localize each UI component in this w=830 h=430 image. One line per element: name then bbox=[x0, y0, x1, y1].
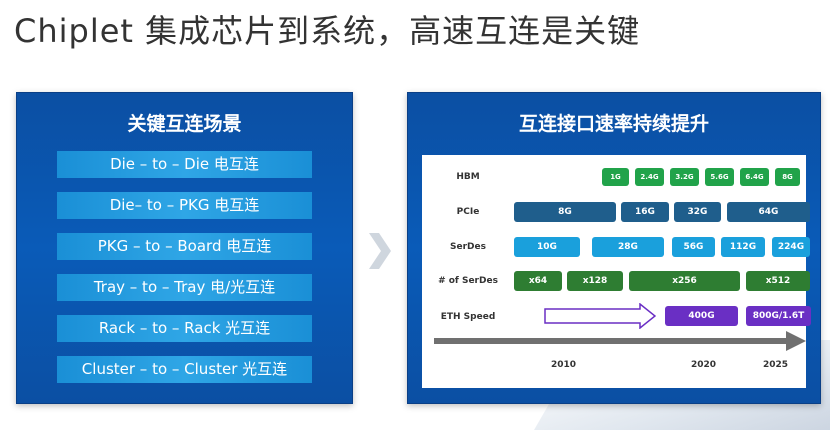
row-label-serdes-count: # of SerDes bbox=[438, 276, 498, 286]
year-label: 2025 bbox=[763, 360, 789, 370]
serdes-segment: 112G bbox=[721, 237, 765, 257]
hbm-segment: 2.4G bbox=[635, 168, 664, 186]
speed-timeline-area: HBM 1G 2.4G 3.2G 5.6G 6.4G 8G PCIe 8G 16… bbox=[422, 155, 811, 388]
pcie-segment: 16G bbox=[621, 202, 669, 222]
serdes-count-segment: x128 bbox=[567, 271, 623, 291]
interconnect-scenarios-panel: 关键互连场景 Die – to – Die 电互连 Die– to – PKG … bbox=[16, 92, 353, 404]
year-label: 2020 bbox=[691, 360, 717, 370]
row-label-hbm: HBM bbox=[456, 172, 480, 182]
pcie-segment: 32G bbox=[674, 202, 721, 222]
hbm-segment: 5.6G bbox=[705, 168, 734, 186]
scenario-die-to-pkg: Die– to – PKG 电互连 bbox=[57, 192, 312, 219]
serdes-count-segment: x256 bbox=[629, 271, 740, 291]
page-title: Chiplet 集成芯片到系统，高速互连是关键 bbox=[14, 12, 641, 50]
scenario-list: Die – to – Die 电互连 Die– to – PKG 电互连 PKG… bbox=[57, 151, 312, 397]
hbm-segment: 3.2G bbox=[670, 168, 699, 186]
hbm-segment: 1G bbox=[602, 168, 629, 186]
pcie-segment: 8G bbox=[514, 202, 616, 222]
row-label-pcie: PCIe bbox=[456, 207, 480, 217]
row-label-serdes: SerDes bbox=[450, 242, 486, 252]
year-label: 2010 bbox=[551, 360, 577, 370]
scenario-tray-to-tray: Tray – to – Tray 电/光互连 bbox=[57, 274, 312, 301]
serdes-count-segment: x512 bbox=[746, 271, 810, 291]
pcie-segment: 64G bbox=[727, 202, 810, 222]
scenario-die-to-die: Die – to – Die 电互连 bbox=[57, 151, 312, 178]
serdes-count-segment: x64 bbox=[514, 271, 562, 291]
speed-heading: 互连接口速率持续提升 bbox=[518, 113, 709, 135]
serdes-segment: 224G bbox=[772, 237, 810, 257]
scenarios-heading: 关键互连场景 bbox=[127, 113, 242, 135]
row-label-eth-speed: ETH Speed bbox=[440, 312, 496, 322]
timeline-arrow bbox=[434, 331, 806, 351]
serdes-segment: 56G bbox=[672, 237, 715, 257]
scenario-cluster-to-cluster: Cluster – to – Cluster 光互连 bbox=[57, 356, 312, 383]
hbm-segment: 8G bbox=[775, 168, 800, 186]
serdes-segment: 28G bbox=[592, 237, 664, 257]
eth-trend-arrow-icon bbox=[544, 303, 656, 329]
chevron-right-icon bbox=[369, 233, 391, 269]
scenario-pkg-to-board: PKG – to – Board 电互连 bbox=[57, 233, 312, 260]
interface-speed-panel: 互连接口速率持续提升 HBM 1G 2.4G 3.2G 5.6G 6.4G 8G… bbox=[407, 92, 821, 404]
hbm-segment: 6.4G bbox=[740, 168, 769, 186]
serdes-segment: 10G bbox=[514, 237, 580, 257]
scenario-rack-to-rack: Rack – to – Rack 光互连 bbox=[57, 315, 312, 342]
eth-segment: 800G/1.6T bbox=[746, 306, 811, 326]
eth-segment: 400G bbox=[665, 306, 738, 326]
